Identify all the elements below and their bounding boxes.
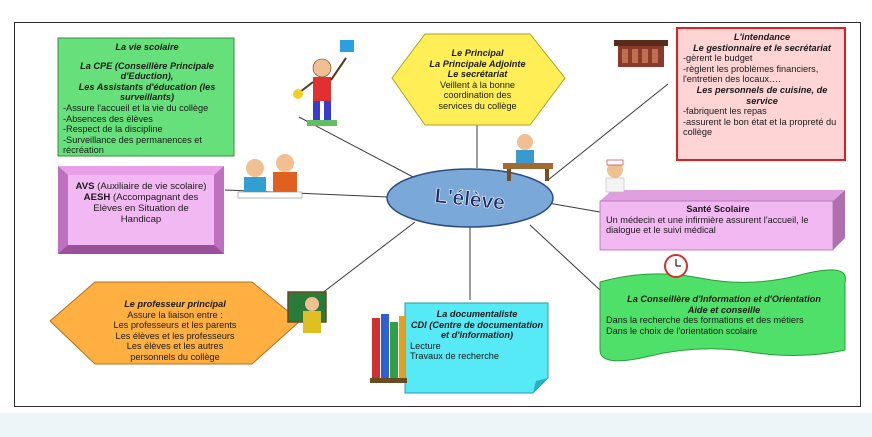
bottom-band xyxy=(0,413,872,437)
intendance-item: -gèrent le budget xyxy=(683,53,753,64)
intendance-title: L'intendance xyxy=(733,32,791,42)
books-clipart xyxy=(370,314,407,383)
avs-box xyxy=(58,166,224,254)
principal-body: Veillent à la bonne xyxy=(439,79,516,90)
intendance-item: -fabriquent les repas xyxy=(683,106,767,117)
vie-scolaire-item: -Surveillance des permanences et récréat… xyxy=(63,134,202,156)
avs-line1: AVS (Auxiliaire de vie scolaire) xyxy=(72,181,210,192)
people-reading-clipart xyxy=(237,154,303,199)
aesh-description: (Accompagnant des Elèves en Situation de… xyxy=(93,192,199,225)
professeur-line: Les élèves et les professeurs xyxy=(115,330,235,341)
vie-scolaire-content: La vie scolaire La CPE (Conseillère Prin… xyxy=(63,42,231,156)
teacher-board-clipart xyxy=(287,291,327,333)
professeur-content: Le professeur principal Assure la liaiso… xyxy=(80,299,270,363)
documentaliste-item: Travaux de recherche xyxy=(410,351,500,362)
intendance-subtitle: Le gestionnaire et le secrétariat xyxy=(693,42,831,53)
intendance-box xyxy=(676,27,846,161)
sante-box xyxy=(599,190,845,251)
vie-scolaire-item: -Respect de la discipline xyxy=(63,124,163,135)
line-vie-scolaire xyxy=(298,116,416,179)
clock-clipart xyxy=(664,254,688,278)
principal-line: La Principale Adjointe xyxy=(429,58,526,69)
conseillere-subtitle: Aide et conseille xyxy=(687,304,761,315)
avs-description: (Auxiliaire de vie scolaire) xyxy=(94,181,207,192)
avs-content: AVS (Auxiliaire de vie scolaire) AESH (A… xyxy=(72,181,210,225)
line-conseillere xyxy=(529,224,601,291)
vie-scolaire-subtitle2: Les Assistants d'éducation (les surveill… xyxy=(78,81,216,103)
sante-body: Un médecin et une infirmière assurent l'… xyxy=(606,214,809,236)
center-ellipse xyxy=(386,168,554,228)
line-sante xyxy=(547,202,601,213)
documentaliste-title: La documentaliste xyxy=(436,309,518,319)
principal-body: coordination des xyxy=(443,90,512,101)
intendance-staff: Les personnels de cuisine, de service xyxy=(696,84,828,106)
vie-scolaire-box xyxy=(57,37,235,157)
professeur-line: Les élèves et les autres xyxy=(126,341,224,352)
intendance-content: L'intendance Le gestionnaire et le secré… xyxy=(683,32,841,138)
building-clipart xyxy=(614,40,668,67)
sante-content: Santé Scolaire Un médecin et une infirmi… xyxy=(606,204,830,236)
nurse-clipart xyxy=(605,159,625,193)
vie-scolaire-item: -Absences des élèves xyxy=(63,113,153,124)
professeur-line: Les professeurs et les parents xyxy=(113,320,237,331)
conseillere-title: La Conseillère d'Information et d'Orient… xyxy=(627,294,821,304)
student-desk-clipart xyxy=(503,134,553,181)
vie-scolaire-subtitle: La CPE (Conseillère Principale d'Eductio… xyxy=(80,60,214,82)
aesh-acronym: AESH xyxy=(83,192,111,203)
vie-scolaire-title: La vie scolaire xyxy=(115,42,179,52)
conseillere-content: La Conseillère d'Information et d'Orient… xyxy=(606,294,842,336)
conseillere-item: Dans la recherche des formations et des … xyxy=(606,315,804,326)
cheerleader-clipart xyxy=(293,40,354,126)
principal-body: services du collège xyxy=(438,100,517,111)
avs-acronym: AVS xyxy=(75,181,95,192)
documentaliste-subtitle: CDI (Centre de documentation et d'inform… xyxy=(410,319,544,341)
intendance-item: -assurent le bon état et la propreté du … xyxy=(683,116,837,138)
professeur-hexagon xyxy=(49,281,301,365)
sante-title: Santé Scolaire xyxy=(686,204,750,214)
line-intendance xyxy=(547,83,669,181)
conseillere-banner xyxy=(599,269,846,362)
vie-scolaire-item: -Assure l'accueil et la vie du collège xyxy=(63,102,209,113)
documentaliste-content: La documentaliste CDI (Centre de documen… xyxy=(410,309,544,362)
principal-content: Le Principal La Principale Adjointe Le s… xyxy=(405,48,550,112)
principal-hexagon xyxy=(391,33,566,126)
conseillere-item: Dans le choix de l'orientation scolaire xyxy=(606,325,758,336)
aesh-line: AESH (Accompagnant des Elèves en Situati… xyxy=(72,192,210,225)
professeur-line: personnels du collège xyxy=(130,351,220,362)
principal-line: Le Principal xyxy=(451,48,504,58)
professeur-title: Le professeur principal xyxy=(124,299,226,309)
documentaliste-item: Lecture xyxy=(410,340,441,351)
intendance-item: -règlent les problèmes financiers, l'ent… xyxy=(683,63,819,85)
principal-line: Le secrétariat xyxy=(447,69,508,80)
professeur-line: Assure la liaison entre : xyxy=(127,309,223,320)
